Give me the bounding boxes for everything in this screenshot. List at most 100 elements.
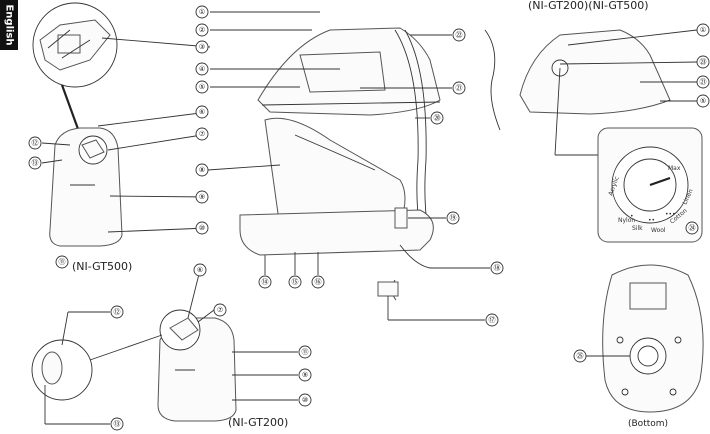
svg-text:⑥: ⑥: [197, 266, 203, 274]
svg-text:⑪: ⑪: [59, 258, 66, 266]
dial-dot-1: •: [630, 213, 634, 220]
svg-text:⑨: ⑨: [199, 193, 205, 201]
base-bottom-view: [586, 264, 704, 413]
svg-text:①: ①: [199, 8, 205, 16]
callouts: ① ② ③ ④ ⑤ ⑥ ⑦ ⑧ ⑨ ⑩ ⑪ ⑫ ⑬ ⑥ ⑦ ⑫ ⑬ ⑪ ⑨ ⑩ …: [28, 5, 710, 431]
callout-24: ㉔: [685, 221, 699, 235]
svg-text:㉕: ㉕: [577, 352, 584, 360]
iron-cord: [394, 29, 421, 231]
callout-9b: ⑨: [298, 368, 312, 382]
dial-dot-3: •••: [665, 211, 676, 218]
callout-11b: ⑪: [298, 345, 312, 359]
svg-text:⑦: ⑦: [199, 130, 205, 138]
svg-text:㉑: ㉑: [700, 78, 707, 86]
iron-right-body: [519, 29, 671, 115]
svg-text:⑨: ⑨: [302, 371, 308, 379]
callout-25: ㉕: [573, 349, 587, 363]
callout-5r: ⑤: [696, 94, 710, 108]
label-bottom: (Bottom): [628, 419, 668, 429]
callout-15: ⑮: [288, 275, 302, 289]
svg-text:㉒: ㉒: [456, 31, 463, 39]
label-gt200: (NI-GT200): [228, 416, 288, 429]
callout-4: ④: [195, 62, 209, 76]
svg-text:㉔: ㉔: [689, 224, 696, 232]
svg-text:⑰: ⑰: [489, 316, 496, 324]
iron-top-center: [257, 27, 441, 231]
gt200-base: [157, 309, 237, 422]
callout-16: ⑯: [311, 275, 325, 289]
svg-text:⑫: ⑫: [114, 308, 121, 316]
callout-7b: ⑦: [213, 303, 227, 317]
callout-5: ⑤: [195, 80, 209, 94]
svg-text:⑮: ⑮: [292, 278, 299, 286]
iron-top-right: [484, 29, 671, 156]
zoom-connector-bottom: [89, 334, 163, 361]
dial-dot-2: ••: [648, 217, 655, 224]
callout-14: ⑭: [258, 275, 272, 289]
svg-text:㉓: ㉓: [700, 58, 707, 66]
svg-text:⑤: ⑤: [199, 83, 205, 91]
svg-text:⑳: ⑳: [434, 114, 441, 122]
svg-text:⑫: ⑫: [32, 139, 39, 147]
zoom-latch: [57, 34, 81, 54]
callout-13: ⑬: [28, 156, 42, 170]
svg-text:⑥: ⑥: [199, 108, 205, 116]
svg-text:⑧: ⑧: [199, 166, 205, 174]
callout-11: ⑪: [55, 255, 69, 269]
svg-text:⑲: ⑲: [450, 214, 457, 222]
svg-text:⑪: ⑪: [302, 348, 309, 356]
svg-text:④: ④: [199, 65, 205, 73]
center-base-stand: [239, 117, 490, 301]
callout-12: ⑫: [28, 136, 42, 150]
svg-text:⑤: ⑤: [700, 97, 706, 105]
callout-8: ⑧: [195, 163, 209, 177]
svg-text:㉑: ㉑: [456, 84, 463, 92]
callout-6b: ⑥: [193, 263, 207, 277]
temperature-dial-panel: Max Acrylic Nylon Silk Wool Cotton Linen…: [597, 127, 703, 243]
dial-nylon: Nylon: [618, 217, 635, 224]
callout-9: ⑨: [195, 190, 209, 204]
callout-19: ⑲: [446, 211, 460, 225]
callout-3: ③: [195, 40, 209, 54]
callout-12b: ⑫: [110, 305, 124, 319]
callout-18: ⑱: [490, 261, 504, 275]
dial-wool: Wool: [651, 227, 666, 234]
callout-2: ②: [195, 23, 209, 37]
language-tab: English: [0, 0, 18, 50]
dial-silk: Silk: [632, 225, 643, 232]
callout-10b: ⑩: [298, 393, 312, 407]
stand-lamp: [394, 207, 408, 229]
dial-max: Max: [668, 165, 681, 172]
svg-text:③: ③: [199, 43, 205, 51]
svg-text:⑦: ⑦: [217, 306, 223, 314]
svg-text:⑩: ⑩: [199, 224, 205, 232]
leader-lines: [41, 11, 698, 425]
zoom-detail-top: [32, 2, 118, 88]
callout-20: ⑳: [430, 111, 444, 125]
svg-text:⑬: ⑬: [114, 420, 121, 428]
label-gt500: (NI-GT500): [72, 260, 132, 273]
svg-text:⑩: ⑩: [302, 396, 308, 404]
callout-22: ㉒: [452, 28, 466, 42]
callout-1: ①: [195, 5, 209, 19]
svg-text:①: ①: [700, 26, 706, 34]
callout-23: ㉓: [696, 55, 710, 69]
svg-text:⑭: ⑭: [262, 278, 269, 286]
stand-base: [239, 209, 434, 256]
gt500-base: [49, 127, 123, 247]
svg-text:⑱: ⑱: [494, 264, 501, 272]
callout-1r: ①: [696, 23, 710, 37]
callout-10: ⑩: [195, 221, 209, 235]
callout-6: ⑥: [195, 105, 209, 119]
callout-17: ⑰: [485, 313, 499, 327]
svg-text:②: ②: [199, 26, 205, 34]
callout-7: ⑦: [195, 127, 209, 141]
svg-text:⑬: ⑬: [32, 159, 39, 167]
svg-text:⑯: ⑯: [315, 278, 322, 286]
callout-21: ㉑: [452, 81, 466, 95]
label-top-right: (NI-GT200)(NI-GT500): [528, 0, 649, 12]
callout-21r: ㉑: [696, 75, 710, 89]
callout-13b: ⑬: [110, 417, 124, 431]
